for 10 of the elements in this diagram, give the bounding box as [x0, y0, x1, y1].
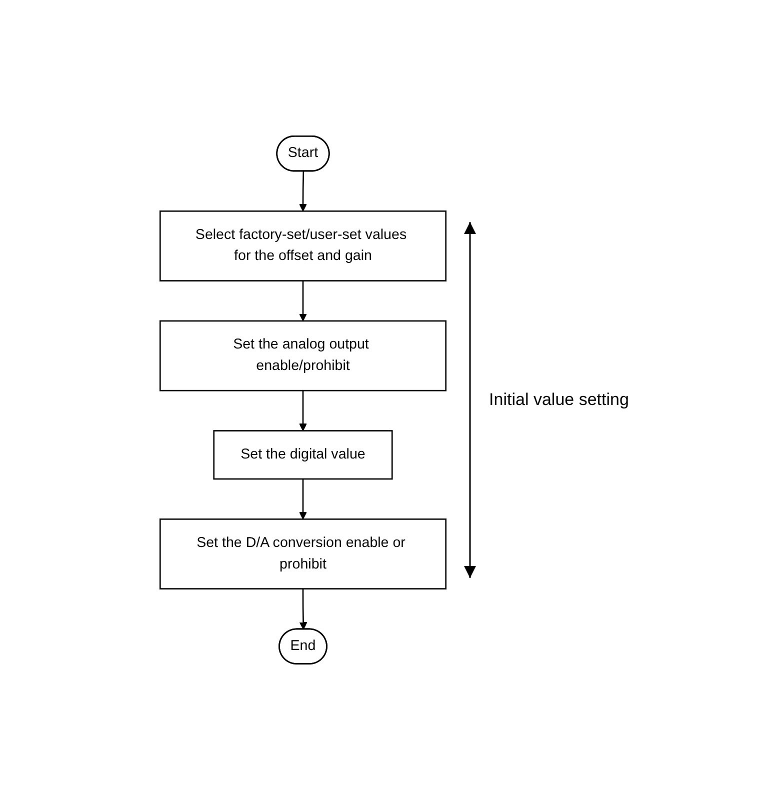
arrow	[299, 478, 307, 520]
node-box: Select factory-set/user-set values for the offset and gain	[160, 210, 447, 281]
node-box: Set the D/A conversion enable or prohibit	[160, 518, 447, 589]
arrow	[299, 280, 307, 321]
bracket-label: Initial value setting	[489, 390, 629, 410]
arrow	[299, 390, 307, 431]
node-box: Set the analog output enable/prohibit	[160, 320, 447, 391]
node-box: Set the digital value	[213, 430, 393, 480]
arrow	[299, 588, 308, 630]
arrow	[299, 170, 307, 212]
